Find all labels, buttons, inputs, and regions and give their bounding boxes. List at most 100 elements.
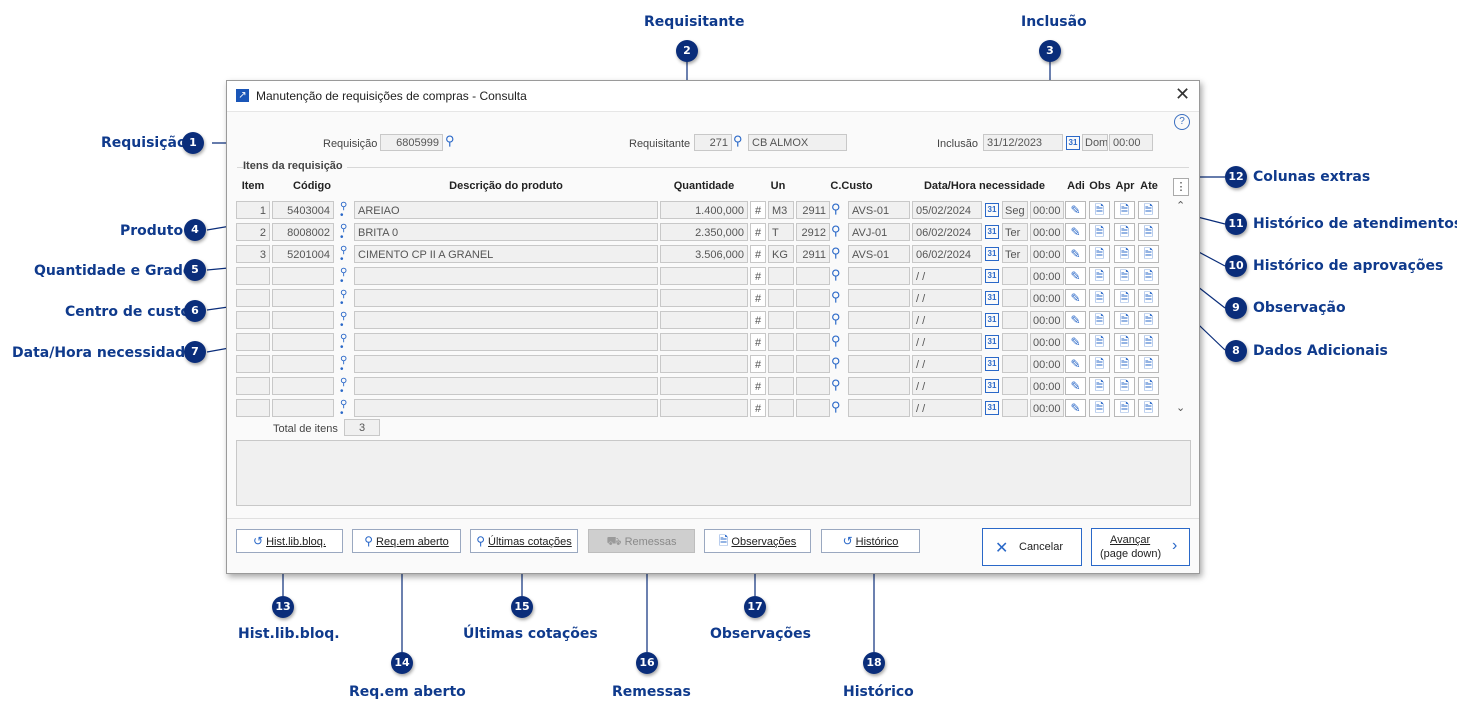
apr-history-icon[interactable]: 🗎 — [1114, 267, 1135, 285]
descricao-cell[interactable] — [354, 289, 658, 307]
calendar-icon[interactable]: 31 — [985, 291, 999, 305]
adi-dados-adicionais-icon[interactable]: ✎ — [1065, 311, 1086, 329]
codigo-cell[interactable]: 8008002 — [272, 223, 334, 241]
apr-history-icon[interactable]: 🗎 — [1114, 355, 1135, 373]
ccusto-code-cell[interactable] — [796, 333, 830, 351]
day-cell[interactable] — [1002, 355, 1028, 373]
un-cell[interactable] — [768, 399, 794, 417]
descricao-cell[interactable]: BRITA 0 — [354, 223, 658, 241]
date-cell[interactable]: / / — [912, 289, 982, 307]
time-cell[interactable]: 00:00 — [1030, 333, 1064, 351]
ate-history-icon[interactable]: 🗎 — [1138, 355, 1159, 373]
adi-dados-adicionais-icon[interactable]: ✎ — [1065, 333, 1086, 351]
ccusto-code-cell[interactable] — [796, 267, 830, 285]
search-icon[interactable]: ⚲ — [831, 245, 841, 260]
ate-history-icon[interactable]: 🗎 — [1138, 377, 1159, 395]
time-cell[interactable]: 00:00 — [1030, 355, 1064, 373]
un-cell[interactable] — [768, 311, 794, 329]
search-icon[interactable]: ⚲ — [831, 267, 841, 282]
date-cell[interactable]: / / — [912, 377, 982, 395]
codigo-cell[interactable] — [272, 399, 334, 417]
requisicao-field[interactable]: 6805999 — [380, 134, 443, 151]
close-icon[interactable]: ✕ — [1175, 84, 1191, 104]
ccusto-name-cell[interactable]: AVJ-01 — [848, 223, 910, 241]
descricao-cell[interactable] — [354, 267, 658, 285]
calendar-icon[interactable]: 31 — [985, 313, 999, 327]
item-cell[interactable]: 2 — [236, 223, 270, 241]
calendar-icon[interactable]: 31 — [985, 357, 999, 371]
calendar-icon[interactable]: 31 — [985, 247, 999, 261]
ccusto-code-cell[interactable] — [796, 311, 830, 329]
calendar-icon[interactable]: 31 — [985, 379, 999, 393]
search-icon[interactable]: ⚲ — [831, 223, 841, 238]
item-cell[interactable] — [236, 267, 270, 285]
ccusto-code-cell[interactable]: 2911 — [796, 245, 830, 263]
ultimas-cotacoes-button[interactable]: ⚲Últimas cotações — [470, 529, 578, 553]
time-cell[interactable]: 00:00 — [1030, 311, 1064, 329]
search-icon[interactable]: ⚲ — [831, 399, 841, 414]
grade-button[interactable]: # — [750, 223, 766, 241]
obs-document-icon[interactable]: 🗎 — [1089, 289, 1110, 307]
quantidade-cell[interactable] — [660, 333, 748, 351]
search-icon[interactable]: ⚲ — [831, 377, 841, 392]
ate-history-icon[interactable]: 🗎 — [1138, 267, 1159, 285]
remessas-button[interactable]: ⛟Remessas — [588, 529, 695, 553]
codigo-cell[interactable] — [272, 355, 334, 373]
adi-dados-adicionais-icon[interactable]: ✎ — [1065, 289, 1086, 307]
un-cell[interactable]: T — [768, 223, 794, 241]
item-cell[interactable] — [236, 355, 270, 373]
search-icon[interactable]: ⚲ — [733, 133, 743, 148]
quantidade-cell[interactable] — [660, 399, 748, 417]
calendar-icon[interactable]: 31 — [1066, 136, 1080, 150]
ccusto-name-cell[interactable] — [848, 399, 910, 417]
day-cell[interactable] — [1002, 289, 1028, 307]
more-columns-icon[interactable]: ⋮ — [1173, 178, 1189, 196]
date-cell[interactable]: 06/02/2024 — [912, 245, 982, 263]
next-page-button[interactable]: Avançar (page down) › — [1091, 528, 1190, 566]
un-cell[interactable] — [768, 289, 794, 307]
day-cell[interactable] — [1002, 399, 1028, 417]
ccusto-name-cell[interactable]: AVS-01 — [848, 201, 910, 219]
obs-document-icon[interactable]: 🗎 — [1089, 223, 1110, 241]
obs-document-icon[interactable]: 🗎 — [1089, 355, 1110, 373]
date-cell[interactable]: / / — [912, 355, 982, 373]
ccusto-name-cell[interactable]: AVS-01 — [848, 245, 910, 263]
codigo-cell[interactable]: 5403004 — [272, 201, 334, 219]
day-cell[interactable] — [1002, 377, 1028, 395]
codigo-cell[interactable] — [272, 377, 334, 395]
search-icon[interactable]: ⚲ — [445, 133, 455, 148]
search-icon[interactable]: ⚲• — [340, 399, 348, 419]
search-icon[interactable]: ⚲• — [340, 289, 348, 309]
grade-button[interactable]: # — [750, 289, 766, 307]
codigo-cell[interactable] — [272, 267, 334, 285]
grade-button[interactable]: # — [750, 333, 766, 351]
calendar-icon[interactable]: 31 — [985, 225, 999, 239]
item-cell[interactable] — [236, 333, 270, 351]
cancel-button[interactable]: ✕ Cancelar — [982, 528, 1082, 566]
ccusto-name-cell[interactable] — [848, 377, 910, 395]
search-icon[interactable]: ⚲• — [340, 245, 348, 265]
quantidade-cell[interactable]: 2.350,000 — [660, 223, 748, 241]
adi-dados-adicionais-icon[interactable]: ✎ — [1065, 245, 1086, 263]
obs-document-icon[interactable]: 🗎 — [1089, 245, 1110, 263]
search-icon[interactable]: ⚲• — [340, 333, 348, 353]
obs-document-icon[interactable]: 🗎 — [1089, 399, 1110, 417]
ccusto-code-cell[interactable] — [796, 289, 830, 307]
scroll-up-icon[interactable]: ⌃ — [1176, 200, 1186, 212]
adi-dados-adicionais-icon[interactable]: ✎ — [1065, 223, 1086, 241]
date-cell[interactable]: / / — [912, 311, 982, 329]
time-cell[interactable]: 00:00 — [1030, 201, 1064, 219]
search-icon[interactable]: ⚲ — [831, 289, 841, 304]
day-cell[interactable] — [1002, 311, 1028, 329]
date-cell[interactable]: / / — [912, 399, 982, 417]
codigo-cell[interactable] — [272, 289, 334, 307]
historico-button[interactable]: ↺Histórico — [821, 529, 920, 553]
search-icon[interactable]: ⚲ — [831, 201, 841, 216]
inclusao-date-field[interactable]: 31/12/2023 — [983, 134, 1063, 151]
search-icon[interactable]: ⚲ — [831, 355, 841, 370]
quantidade-cell[interactable]: 3.506,000 — [660, 245, 748, 263]
quantidade-cell[interactable]: 1.400,000 — [660, 201, 748, 219]
item-cell[interactable] — [236, 289, 270, 307]
grade-button[interactable]: # — [750, 399, 766, 417]
ate-history-icon[interactable]: 🗎 — [1138, 201, 1159, 219]
